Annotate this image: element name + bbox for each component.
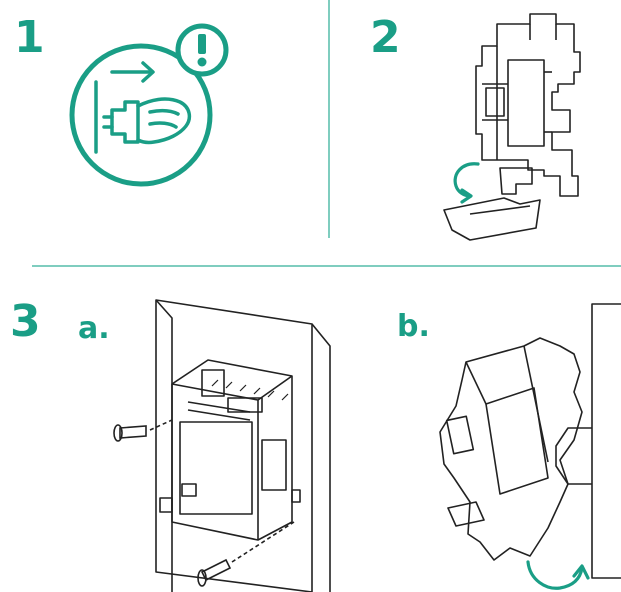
screw-lower-icon <box>197 521 295 587</box>
step-3b-label: b. <box>397 309 430 344</box>
vent-slots-icon <box>211 379 289 401</box>
screw-upper-icon <box>113 419 173 442</box>
step-3a-label: a. <box>78 311 110 346</box>
terminal-cover-icon <box>443 167 541 241</box>
step-3-number: 3 <box>10 296 41 347</box>
step-1-number: 1 <box>14 12 45 63</box>
warning-exclamation-icon <box>197 34 207 67</box>
device-side-view-icon <box>475 13 581 197</box>
rotate-arrow-b-icon <box>526 560 590 590</box>
din-rail-mount-icon <box>439 303 621 579</box>
step-2-number: 2 <box>370 12 401 63</box>
wall-mount-screws-icon <box>155 299 331 592</box>
rotate-arrow-icon <box>453 162 480 204</box>
